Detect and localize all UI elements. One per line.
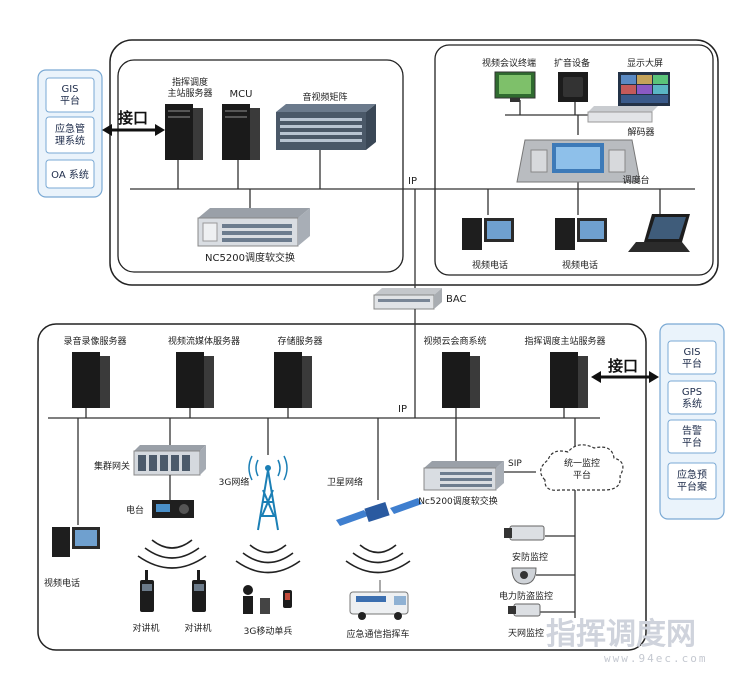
watermark-url: www.94ec.com xyxy=(604,652,707,665)
bottom-server-label-4: 指挥调度主站服务器 xyxy=(524,335,605,347)
walkie2-label: 对讲机 xyxy=(184,622,211,634)
video-phone-top-2: 视频电话 xyxy=(555,218,607,271)
sky-camera: 天网监控 xyxy=(508,603,544,639)
command-vehicle: 应急通信指挥车 xyxy=(346,580,410,640)
mcu-server: MCU xyxy=(222,89,260,160)
av-matrix-label: 音视频矩阵 xyxy=(302,91,347,103)
mcu-label: MCU xyxy=(230,89,253,100)
ip-label-top: IP xyxy=(408,176,417,187)
bottom-server-label-2: 存储服务器 xyxy=(277,335,322,347)
large-display-screen: 显示大屏 xyxy=(618,57,670,106)
walkie1-label: 对讲机 xyxy=(132,622,159,634)
interface-arrow-bottom: 接口 xyxy=(591,357,659,383)
display-screen-label: 显示大屏 xyxy=(627,57,663,69)
streaming-server: 视频流媒体服务器 xyxy=(168,335,240,408)
dispatch-console: 调度台 xyxy=(516,139,650,186)
radio-waves-1 xyxy=(137,539,207,569)
bac-label: BAC xyxy=(446,294,467,305)
satellite-network-label: 卫星网络 xyxy=(327,476,363,488)
top-left-group xyxy=(117,59,404,273)
bottom-dispatch-server: 指挥调度主站服务器 xyxy=(524,335,606,408)
right-panel-item-plan: 应急预平台案 xyxy=(677,468,707,493)
monitor-platform-cloud: 统一监控平台 xyxy=(540,444,624,491)
video-conf-label: 视频会议终端 xyxy=(482,57,536,69)
radio-station-label: 电台 xyxy=(126,504,144,516)
satellite-icon: 卫星网络 xyxy=(327,476,422,526)
dome-camera: 电力防盗监控 xyxy=(499,567,553,602)
sip-label: SIP xyxy=(508,459,522,469)
command-vehicle-label: 应急通信指挥车 xyxy=(346,628,409,640)
speaker-device: 扩音设备 xyxy=(554,57,590,102)
right-panel-item-alarm: 告警平台 xyxy=(682,424,702,449)
nc5200-switch-top-label: NC5200调度软交换 xyxy=(205,251,295,264)
speaker-label: 扩音设备 xyxy=(554,57,590,69)
watermark-title: 指挥调度网 xyxy=(546,617,696,652)
decoder-label: 解码器 xyxy=(627,126,654,138)
radio-station: 电台 xyxy=(126,500,194,518)
3g-tower-icon: 3G网络 xyxy=(219,455,288,531)
radio-waves-3 xyxy=(345,544,411,574)
video-conf-terminal: 视频会议终端 xyxy=(482,57,536,102)
storage-server: 存储服务器 xyxy=(274,335,323,408)
left-panel-item-oa: OA 系统 xyxy=(51,168,89,181)
interface-label-top: 接口 xyxy=(118,109,148,127)
power-camera-label: 电力防盗监控 xyxy=(499,590,553,602)
video-cloud-server: 视频云会商系统 xyxy=(423,335,487,408)
bottom-server-label-3: 视频云会商系统 xyxy=(423,335,486,347)
ip-label-bottom: IP xyxy=(398,404,407,415)
bottom-server-label-0: 录音录像服务器 xyxy=(63,335,126,347)
radio-waves-2 xyxy=(235,544,301,574)
nc5200-switch-bottom-label: Nc5200调度软交换 xyxy=(418,495,498,507)
sky-camera-label: 天网监控 xyxy=(508,627,544,639)
3g-mobile-unit-label: 3G移动单兵 xyxy=(244,625,293,637)
console-label: 调度台 xyxy=(622,174,649,186)
av-matrix: 音视频矩阵 xyxy=(276,91,376,150)
bottom-frame xyxy=(37,323,647,651)
laptop-icon xyxy=(628,214,690,252)
monitor-platform-label: 统一监控平台 xyxy=(564,457,600,481)
video-phone-top-2-label: 视频电话 xyxy=(562,259,598,271)
top-dispatch-server: 指挥调度主站服务器 xyxy=(165,76,213,160)
top-right-group xyxy=(434,44,714,276)
3g-network-label: 3G网络 xyxy=(219,476,250,488)
left-panel-item-emergency: 应急管理系统 xyxy=(55,122,85,147)
top-frame xyxy=(109,39,719,286)
video-phone-top-1-label: 视频电话 xyxy=(472,259,508,271)
nc5200-switch-top: NC5200调度软交换 xyxy=(197,208,310,264)
interface-label-bottom: 接口 xyxy=(608,357,638,375)
walkie-talkie-1: 对讲机 xyxy=(132,570,160,634)
bac-router: BAC xyxy=(373,288,467,310)
security-camera-label: 安防监控 xyxy=(512,551,548,563)
cluster-gateway: 集群网关 xyxy=(94,445,206,476)
nc5200-switch-bottom: Nc5200调度软交换 xyxy=(418,461,504,507)
top-dispatch-server-label: 指挥调度主站服务器 xyxy=(167,76,212,99)
cluster-gateway-label: 集群网关 xyxy=(94,460,130,472)
bottom-server-label-1: 视频流媒体服务器 xyxy=(168,335,240,347)
3g-mobile-unit: 3G移动单兵 xyxy=(243,585,292,637)
watermark: 指挥调度网 www.94ec.com xyxy=(546,617,707,665)
security-camera: 安防监控 xyxy=(504,525,548,563)
interface-arrow-top: 接口 xyxy=(102,109,165,136)
walkie-talkie-2: 对讲机 xyxy=(184,570,212,634)
video-phone-top-1: 视频电话 xyxy=(462,218,514,271)
video-phone-bottom-label: 视频电话 xyxy=(44,577,80,589)
decoder-device: 解码器 xyxy=(587,106,658,138)
recording-server: 录音录像服务器 xyxy=(63,335,127,408)
video-phone-bottom: 视频电话 xyxy=(44,527,100,589)
